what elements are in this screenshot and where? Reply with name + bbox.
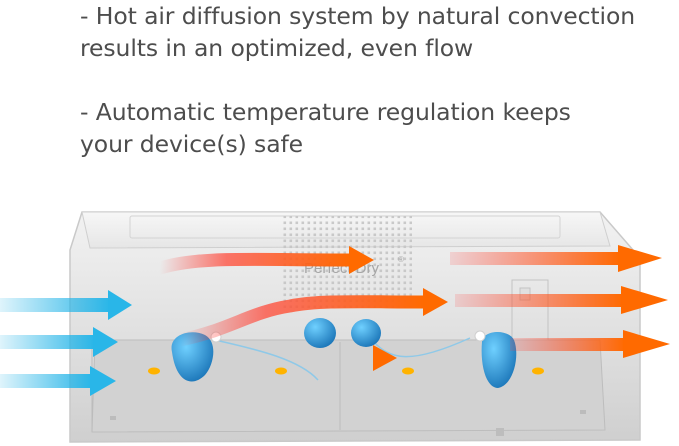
feature-list: - Hot air diffusion system by natural co… (80, 0, 670, 160)
dryer-illustration: Perfect Dry ® (0, 190, 679, 446)
cool-air-arrow-icon (0, 290, 132, 396)
indicator-led-icon (148, 367, 544, 375)
feature-temperature-regulation: - Automatic temperature regulation keeps… (80, 98, 571, 158)
hot-air-arrow-icon (153, 245, 670, 371)
trademark-symbol: ® (398, 255, 404, 264)
feature-convection: - Hot air diffusion system by natural co… (80, 2, 636, 62)
